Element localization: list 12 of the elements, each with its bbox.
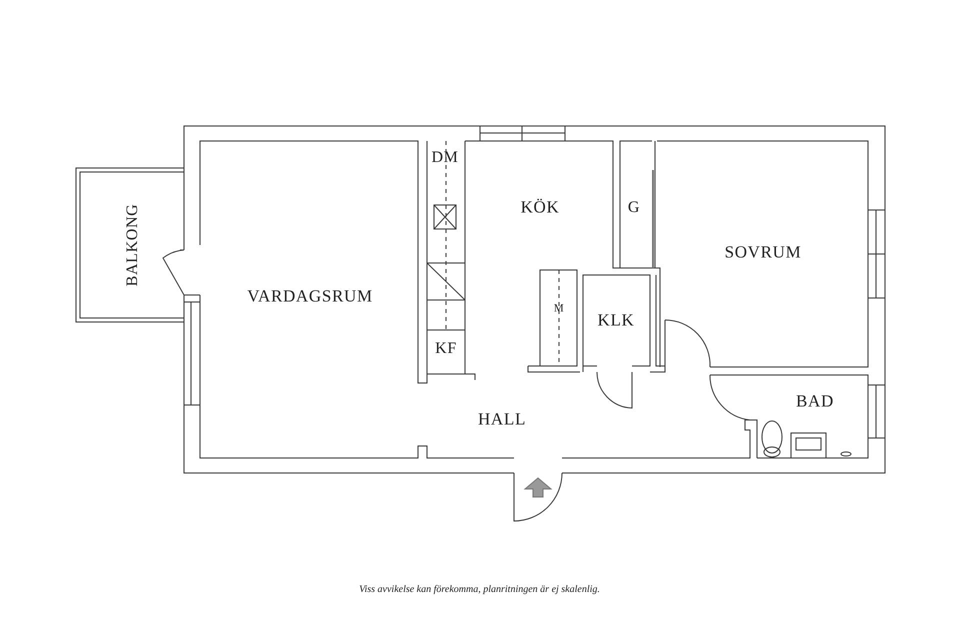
room-label: G (628, 200, 640, 216)
room-label: KÖK (520, 198, 560, 216)
room-label: M (554, 304, 564, 314)
room-label: KLK (598, 312, 634, 328)
room-label: HALL (478, 410, 526, 428)
room-label: DM (431, 150, 459, 166)
room-label: VARDAGSRUM (247, 288, 373, 304)
caption: Viss avvikelse kan förekomma, planritningen är ej skalenlig. (358, 583, 601, 597)
room-label: BALKONG (125, 204, 141, 286)
room-label: BAD (796, 392, 834, 410)
room-label: SOVRUM (724, 244, 802, 260)
room-label: KF (435, 341, 457, 357)
